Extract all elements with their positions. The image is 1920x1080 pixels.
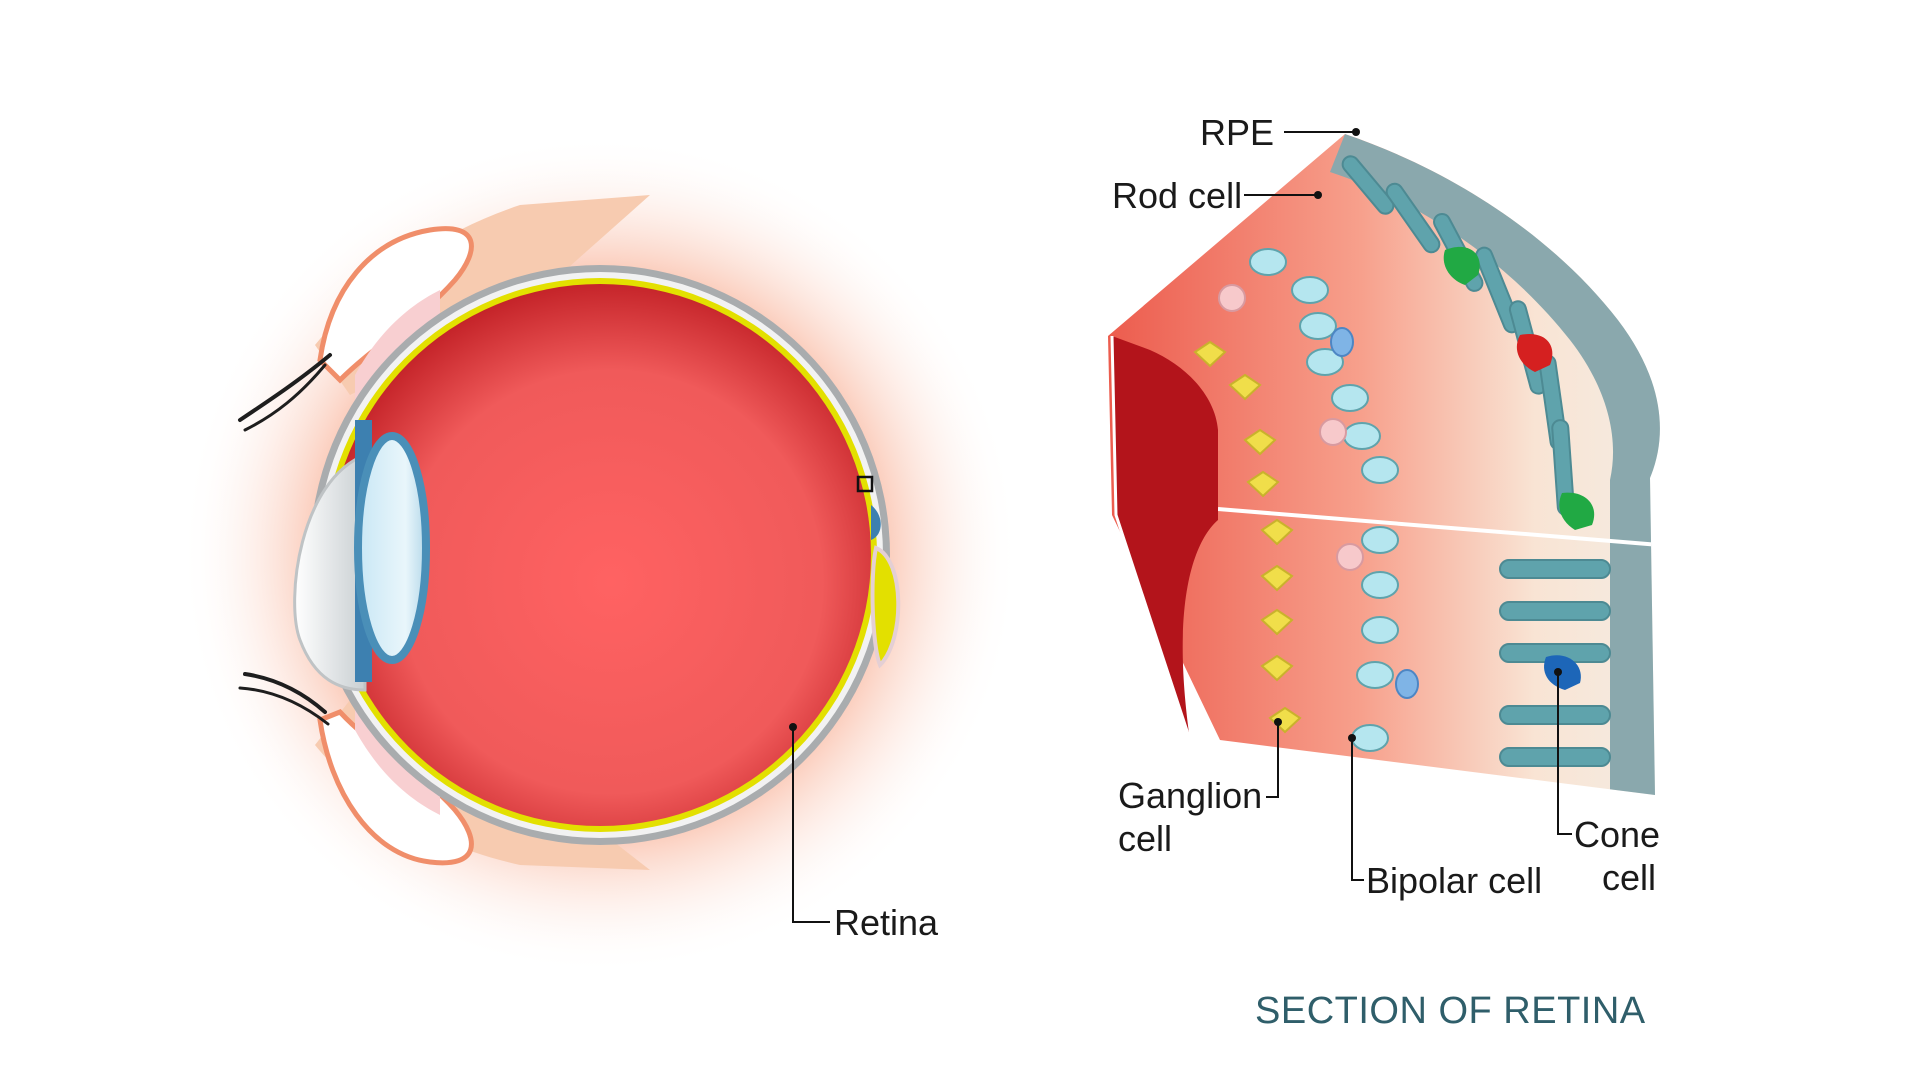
ganglion-cells bbox=[1193, 340, 1302, 734]
ganglion-cell-label-line1: Ganglion bbox=[1118, 775, 1262, 816]
bipolar-callout-line bbox=[1351, 738, 1364, 881]
section-title: SECTION OF RETINA bbox=[1255, 990, 1646, 1032]
cone-green-1 bbox=[1443, 246, 1480, 285]
rpe-label: RPE bbox=[1200, 112, 1274, 153]
amacrine-cells bbox=[1218, 284, 1364, 571]
cone-cell-label-line2: cell bbox=[1602, 857, 1656, 898]
vitreous-body bbox=[329, 284, 871, 826]
retina-callout-line bbox=[792, 727, 830, 923]
optic-disc bbox=[870, 545, 901, 669]
cone-blue bbox=[1544, 655, 1581, 690]
rod-cell-callout-dot bbox=[1314, 191, 1322, 199]
horizontal-cells bbox=[1330, 327, 1419, 699]
zoom-marker bbox=[856, 475, 874, 493]
rod-cell-label: Rod cell bbox=[1112, 175, 1242, 216]
cone-green-2 bbox=[1559, 492, 1595, 530]
bipolar-cells bbox=[1249, 248, 1399, 752]
lens bbox=[354, 432, 430, 664]
eye-cross-section: Retina bbox=[180, 135, 1020, 975]
rod-cells-lower bbox=[1499, 559, 1611, 767]
cornea bbox=[293, 452, 367, 692]
ganglion-cell-label-line2: cell bbox=[1118, 818, 1172, 859]
section-cut-face bbox=[1112, 336, 1218, 740]
bipolar-cell-label: Bipolar cell bbox=[1366, 860, 1542, 901]
rod-cells-upper bbox=[1341, 155, 1575, 516]
retina-label: Retina bbox=[834, 902, 939, 943]
ganglion-callout-line bbox=[1266, 722, 1279, 798]
rpe-callout-dot bbox=[1352, 128, 1360, 136]
macula bbox=[871, 505, 881, 540]
cone-red bbox=[1516, 334, 1553, 372]
cone-cell-label-line1: Cone bbox=[1574, 814, 1660, 855]
cone-callout-line bbox=[1557, 672, 1572, 835]
rpe-band bbox=[1330, 134, 1660, 795]
retina-section: RPE Rod cell Ganglion cell Bipolar cell … bbox=[1108, 112, 1660, 1032]
